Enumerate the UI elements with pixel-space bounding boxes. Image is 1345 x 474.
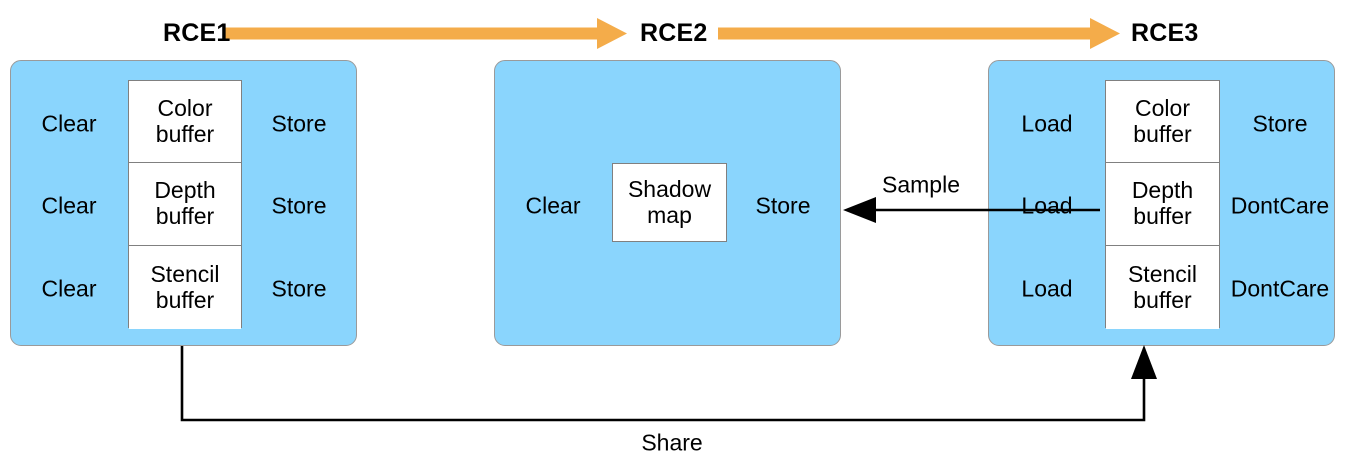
load-action-color-rce3: Load — [1021, 110, 1073, 137]
dependency-label-share: Share — [641, 429, 703, 456]
load-action-color-rce1: Clear — [41, 110, 97, 137]
stage-title-rce1: RCE1 — [163, 19, 231, 47]
load-action-stencil-rce1: Clear — [41, 275, 97, 302]
load-action-shadow-map-rce2: Clear — [525, 192, 581, 219]
flow-arrow-rce1-to-rce2 — [225, 18, 627, 49]
load-action-depth-rce3: Load — [1021, 192, 1073, 219]
stage-title-rce3: RCE3 — [1131, 19, 1199, 47]
load-action-depth-rce1: Clear — [41, 192, 97, 219]
stage-title-rce2: RCE2 — [640, 19, 708, 47]
load-action-stencil-rce3: Load — [1021, 275, 1073, 302]
store-action-color-rce3: Store — [1252, 110, 1308, 137]
store-action-stencil-rce3: DontCare — [1230, 275, 1330, 302]
store-action-depth-rce3: DontCare — [1230, 192, 1330, 219]
store-action-depth-rce1: Store — [271, 192, 327, 219]
store-action-color-rce1: Store — [271, 110, 327, 137]
dependency-label-sample: Sample — [882, 171, 960, 198]
flow-arrow-rce2-to-rce3 — [718, 18, 1120, 49]
dependency-arrow-share — [180, 345, 1157, 422]
store-action-shadow-map-rce2: Store — [755, 192, 811, 219]
store-action-stencil-rce1: Store — [271, 275, 327, 302]
